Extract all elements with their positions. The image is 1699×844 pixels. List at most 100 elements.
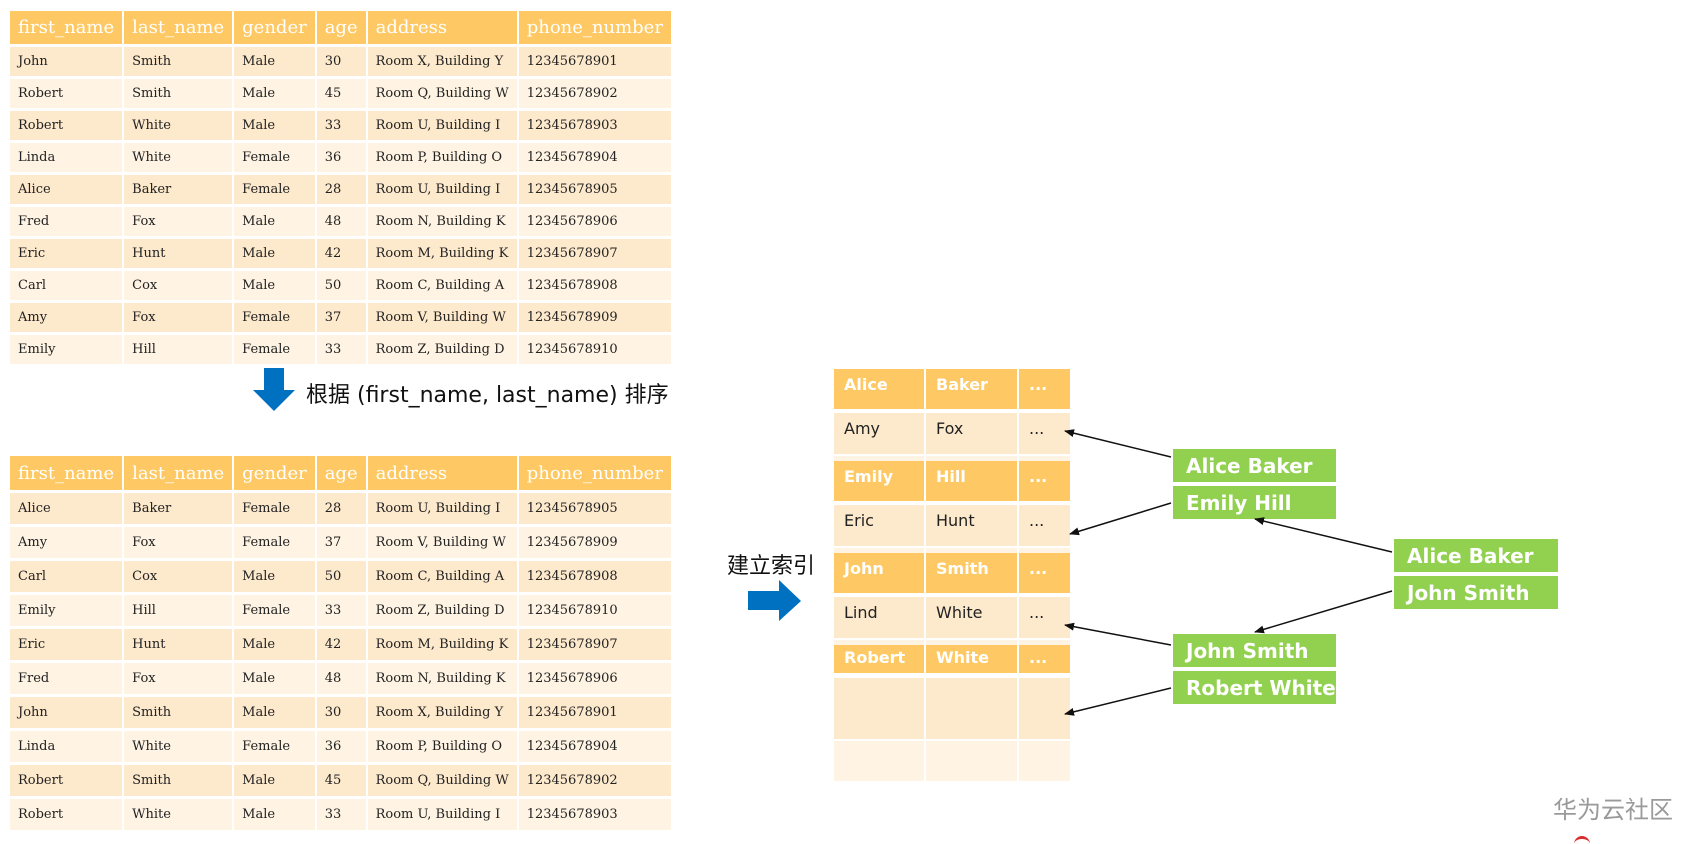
table-cell: Female [234,175,315,204]
index-key-cell: ... [1019,553,1070,593]
table-cell: Emily [10,595,123,626]
table-cell: 28 [316,175,366,204]
table-cell: John [10,47,123,76]
table-cell: 42 [316,239,366,268]
table-cell: Female [234,143,315,172]
table-cell: 12345678902 [518,79,671,108]
table-cell: 12345678905 [518,175,671,204]
table-cell: 36 [316,143,366,172]
table-cell: 30 [316,47,366,76]
column-header: phone_number [518,11,671,44]
index-key-cell: ... [1019,369,1070,409]
table-cell: 28 [316,493,366,524]
index-row-cell: Amy [834,413,924,454]
table-cell: 50 [316,561,366,592]
table-cell: Fox [124,207,233,236]
table-cell: Eric [10,239,123,268]
table-cell: Male [234,239,315,268]
table-cell: Robert [10,799,123,830]
column-header: age [316,456,366,490]
pointer-arrow [1069,502,1172,536]
table-cell: 30 [316,697,366,728]
table-cell: Fred [10,663,123,694]
table-cell: Male [234,79,315,108]
table-cell: Room U, Building I [367,493,517,524]
btree-node-level1: John Smith [1173,634,1336,667]
table-cell: Smith [124,765,233,796]
table-cell: Male [234,47,315,76]
table-cell: 12345678907 [518,239,671,268]
table-cell: White [124,143,233,172]
table-cell: Room N, Building K [367,207,517,236]
table-cell: Male [234,697,315,728]
index-filler-cell [834,741,924,781]
table-cell: 12345678910 [518,595,671,626]
table-cell: 48 [316,207,366,236]
table-cell: Female [234,527,315,558]
table-cell: 12345678904 [518,143,671,172]
index-key-cell: Alice [834,369,924,409]
table-cell: 12345678903 [518,799,671,830]
table-cell: Room C, Building A [367,561,517,592]
table-cell: Male [234,765,315,796]
table-cell: Male [234,629,315,660]
table-cell: White [124,799,233,830]
table-cell: Male [234,561,315,592]
table-cell: Room P, Building O [367,731,517,762]
table-cell: 42 [316,629,366,660]
index-caption: 建立索引 [727,554,816,579]
btree-node-level1: Alice Baker [1173,449,1336,482]
index-key-cell: ... [1019,645,1070,673]
table-cell: Smith [124,79,233,108]
table-cell: 45 [316,765,366,796]
table-cell: 12345678910 [518,335,671,364]
index-row-cell: Hunt [926,505,1017,546]
table-cell: Baker [124,493,233,524]
table-cell: Emily [10,335,123,364]
table-cell: 12345678902 [518,765,671,796]
table-cell: Female [234,303,315,332]
index-row-cell: Fox [926,413,1017,454]
table-cell: 12345678903 [518,111,671,140]
index-empty-cell [834,678,924,739]
table-cell: John [10,697,123,728]
table-cell: Male [234,271,315,300]
table-cell: Hill [124,595,233,626]
btree-node-level1: Emily Hill [1173,486,1336,519]
index-key-cell: Hill [926,461,1017,501]
table-cell: Alice [10,175,123,204]
table-cell: Robert [10,765,123,796]
index-key-cell: Robert [834,645,924,673]
index-row-cell: ... [1019,505,1070,546]
table-cell: Amy [10,527,123,558]
pointer-arrow [1064,429,1172,458]
build-index-arrow-icon [748,580,801,621]
table-cell: 33 [316,111,366,140]
index-key-cell: White [926,645,1017,673]
index-row-cell: ... [1019,597,1070,638]
table-cell: Linda [10,143,123,172]
table-cell: Room X, Building Y [367,697,517,728]
table-cell: 12345678908 [518,561,671,592]
table-cell: 36 [316,731,366,762]
table-cell: 12345678907 [518,629,671,660]
table-cell: Male [234,111,315,140]
table-cell: 12345678906 [518,207,671,236]
index-row-cell: Eric [834,505,924,546]
table-cell: 33 [316,335,366,364]
index-row-cell: Lind [834,597,924,638]
